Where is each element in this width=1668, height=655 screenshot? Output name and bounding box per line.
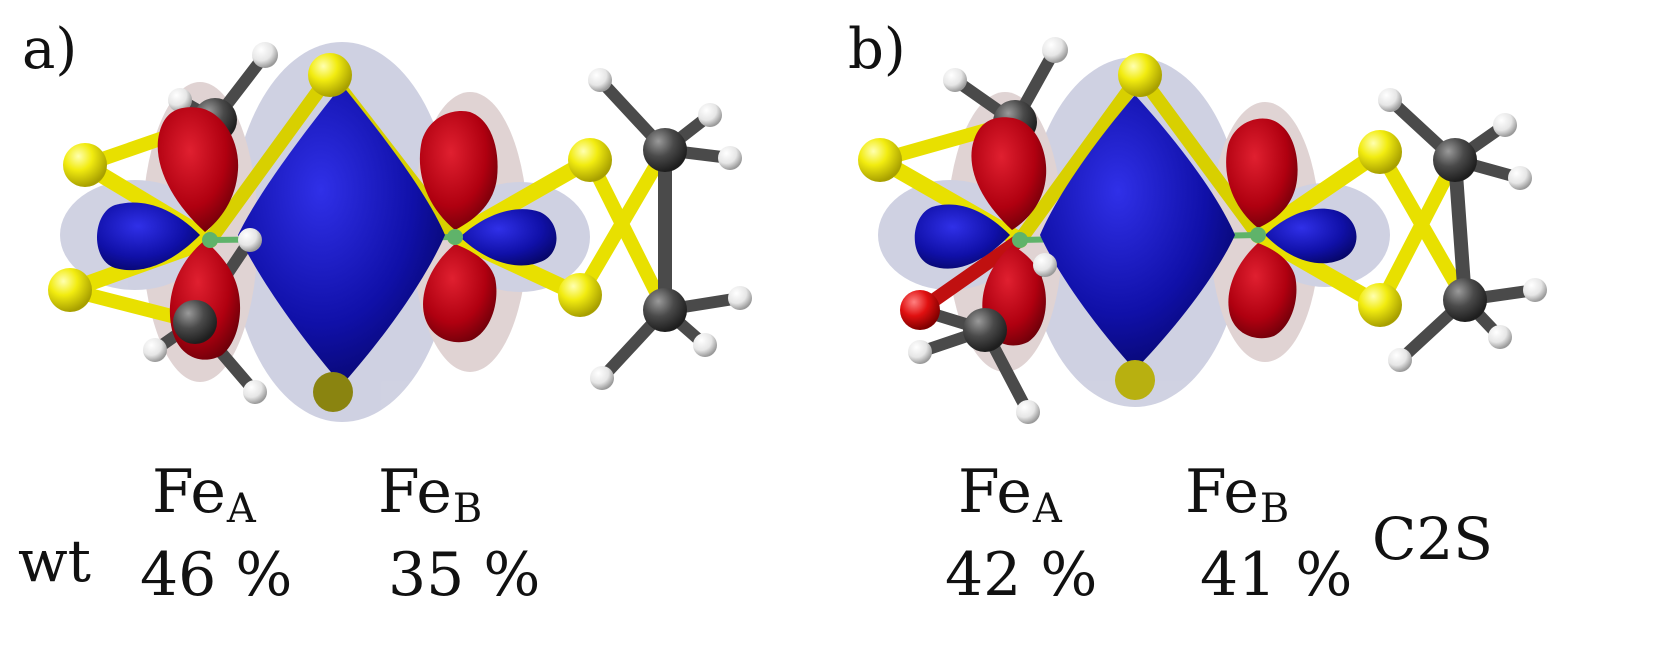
fe-a-symbol: Fe xyxy=(958,457,1032,527)
panel-a-label: a) xyxy=(22,17,78,82)
panel-a-fe-b-label: FeB xyxy=(378,462,482,529)
panel-a-fe-a-percent: 46 % xyxy=(140,540,293,610)
panel-b-atoms-front xyxy=(858,53,1547,424)
panel-b-variant-label: C2S xyxy=(1372,505,1494,573)
panel-b-fe-a-label: FeA xyxy=(958,462,1062,529)
fe-b-subscript: B xyxy=(1259,486,1290,532)
panel-a-variant-label: wt xyxy=(18,527,91,595)
panel-a-molecule xyxy=(48,42,752,422)
panel-b-label: b) xyxy=(848,17,906,82)
panel-b-fe-b-label: FeB xyxy=(1185,462,1289,529)
panel-a-atoms-front xyxy=(48,53,752,412)
panel-b-molecule xyxy=(858,37,1547,424)
fe-b-symbol: Fe xyxy=(1185,457,1259,527)
panel-b-fe-b-percent: 41 % xyxy=(1200,540,1353,610)
fe-b-subscript: B xyxy=(452,486,483,532)
fe-a-symbol: Fe xyxy=(152,457,226,527)
fe-a-subscript: A xyxy=(1032,486,1062,532)
fe-b-symbol: Fe xyxy=(378,457,452,527)
panel-b-orbitals xyxy=(914,95,1357,370)
panel-a-fe-a-label: FeA xyxy=(152,462,256,529)
panel-a-fe-b-percent: 35 % xyxy=(388,540,541,610)
panel-a-orbitals xyxy=(96,85,557,385)
panel-b-fe-a-percent: 42 % xyxy=(945,540,1098,610)
fe-a-subscript: A xyxy=(226,486,256,532)
